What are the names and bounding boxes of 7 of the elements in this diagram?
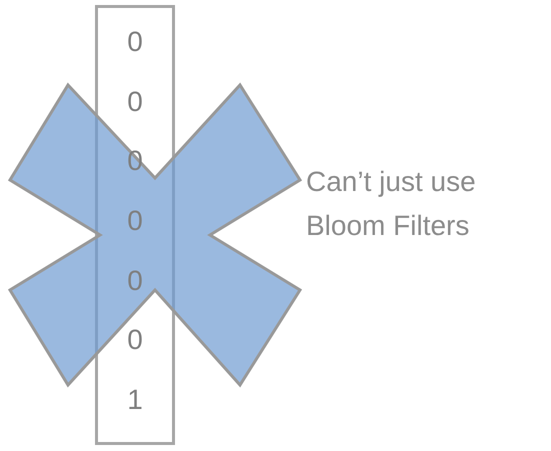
note-text: Can’t just use Bloom Filters — [306, 165, 477, 243]
bit-value: 1 — [127, 384, 143, 416]
bit-value: 0 — [127, 324, 143, 356]
bit-value: 0 — [127, 264, 143, 297]
bit-value: 0 — [127, 86, 143, 118]
bit-value: 0 — [127, 26, 143, 58]
bit-value: 0 — [127, 204, 143, 237]
